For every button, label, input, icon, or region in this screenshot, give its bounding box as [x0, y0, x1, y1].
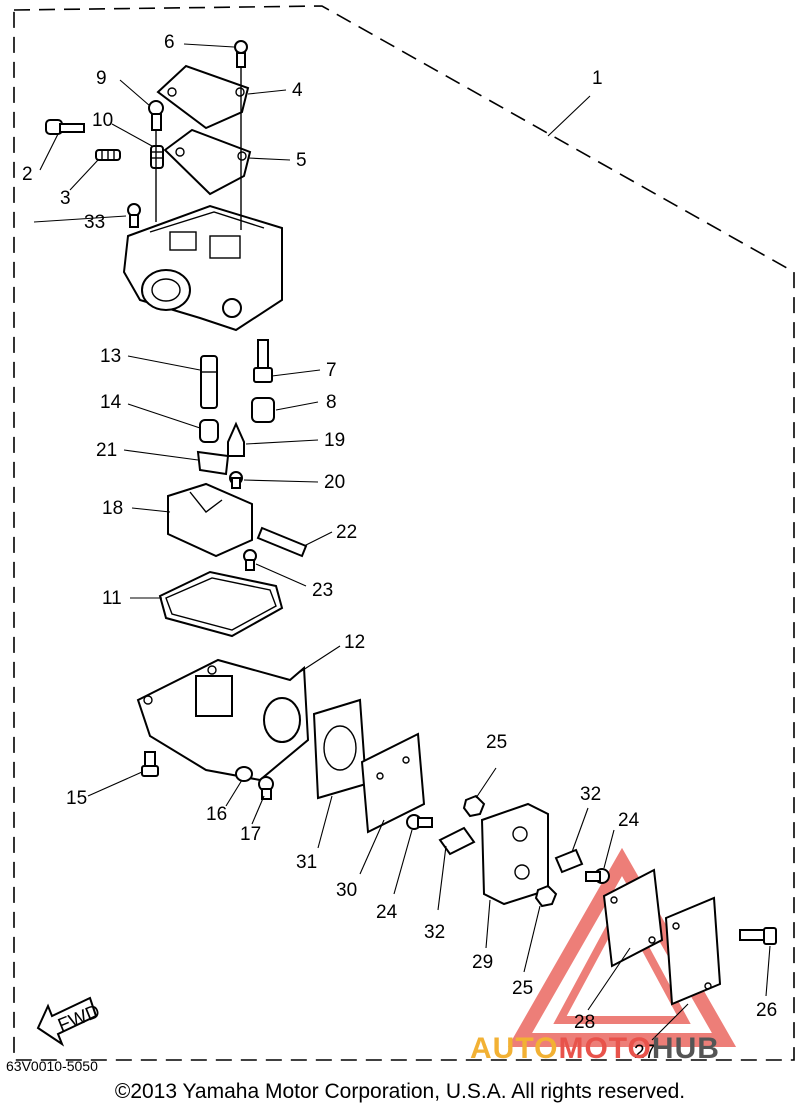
part-16-washer-icon	[235, 766, 253, 782]
part-25-nut-icon	[462, 794, 486, 818]
label-part-27: 27	[634, 1042, 655, 1063]
label-part-4: 4	[292, 80, 303, 101]
label-part-11: 11	[102, 588, 122, 609]
part-33-screw-icon	[127, 203, 141, 228]
label-part-22: 22	[336, 522, 357, 543]
label-part-24: 24	[376, 902, 398, 923]
copyright-notice: ©2013 Yamaha Motor Corporation, U.S.A. A…	[114, 1080, 686, 1103]
part-19-needle-valve-icon	[227, 421, 245, 457]
kit-boundary	[13, 5, 795, 1061]
watermark-text: AUTOMOTOHUB	[470, 1032, 720, 1066]
part-labels: 1 2 3 4 5 6 7 8 9 10 11 12 13 14 15 16 1…	[22, 32, 777, 1063]
label-part-14: 14	[100, 392, 122, 413]
part-27-cover-icon	[664, 896, 722, 1006]
part-20-screw-icon	[229, 471, 243, 489]
label-part-24: 24	[618, 810, 640, 831]
part-23-screw-icon	[243, 549, 257, 571]
label-part-17: 17	[240, 824, 261, 845]
part-28-diaphragm-icon	[602, 868, 664, 968]
label-part-12: 12	[344, 632, 365, 653]
label-part-7: 7	[326, 360, 337, 381]
label-part-20: 20	[324, 472, 345, 493]
label-part-21: 21	[96, 440, 117, 461]
label-part-5: 5	[296, 150, 307, 171]
part-7-pilot-jet-icon	[253, 339, 273, 383]
watermark-hub: HUB	[651, 1032, 720, 1065]
part-31-gasket-icon	[312, 698, 368, 800]
part-12-float-chamber-icon	[136, 658, 310, 782]
part-17-screw-icon	[258, 776, 274, 800]
part-3-spring-icon	[95, 149, 121, 161]
part-21-clip-icon	[196, 450, 230, 476]
label-part-2: 2	[22, 164, 33, 185]
part-15-drain-screw-icon	[141, 751, 159, 777]
part-5-gasket-icon	[163, 128, 252, 196]
label-part-10: 10	[92, 110, 113, 131]
part-2-pilot-screw-icon	[45, 119, 85, 135]
part-22-float-pin-icon	[256, 526, 308, 558]
label-part-1: 1	[592, 68, 603, 89]
watermark-moto: MOTO	[558, 1032, 652, 1065]
label-part-29: 29	[472, 952, 493, 973]
part-24-screw-icon	[585, 868, 610, 884]
part-14-main-jet-icon	[199, 419, 219, 443]
label-part-25: 25	[486, 732, 507, 753]
part-24-screw-icon	[406, 814, 433, 830]
label-part-30: 30	[336, 880, 357, 901]
label-part-13: 13	[100, 346, 121, 367]
label-part-16: 16	[206, 804, 227, 825]
part-26-screw-icon	[739, 927, 777, 945]
part-9-screw-icon	[148, 100, 164, 131]
label-part-6: 6	[164, 32, 175, 53]
part-10-spring-icon	[150, 145, 164, 169]
part-18-float-icon	[167, 482, 253, 558]
part-32-valve-icon	[554, 848, 584, 874]
label-part-32: 32	[424, 922, 445, 943]
label-part-33: 33	[84, 212, 105, 233]
label-part-9: 9	[96, 68, 107, 89]
part-6-screw-icon	[234, 40, 248, 68]
label-part-25: 25	[512, 978, 533, 999]
drawing-code: 63V0010-5050	[6, 1058, 98, 1074]
part-11-float-chamber-gasket-icon	[158, 570, 284, 638]
leader-lines	[33, 43, 771, 1041]
label-part-8: 8	[326, 392, 337, 413]
label-part-28: 28	[574, 1012, 595, 1033]
label-part-31: 31	[296, 852, 317, 873]
part-13-main-jet-holder-icon	[200, 355, 218, 409]
label-part-26: 26	[756, 1000, 777, 1021]
fwd-arrow-icon	[36, 996, 98, 1047]
part-32-valve-icon	[438, 826, 476, 856]
carburetor-body-icon	[122, 204, 283, 332]
part-8-plug-icon	[251, 397, 275, 423]
watermark-auto: AUTO	[470, 1032, 559, 1065]
label-part-32: 32	[580, 784, 601, 805]
label-part-18: 18	[102, 498, 123, 519]
part-25-nut-icon	[534, 884, 558, 908]
label-part-23: 23	[312, 580, 333, 601]
label-part-19: 19	[324, 430, 345, 451]
part-30-diaphragm-icon	[360, 732, 426, 834]
label-part-3: 3	[60, 188, 71, 209]
label-part-15: 15	[66, 788, 87, 809]
part-4-cover-plate-icon	[156, 64, 250, 130]
